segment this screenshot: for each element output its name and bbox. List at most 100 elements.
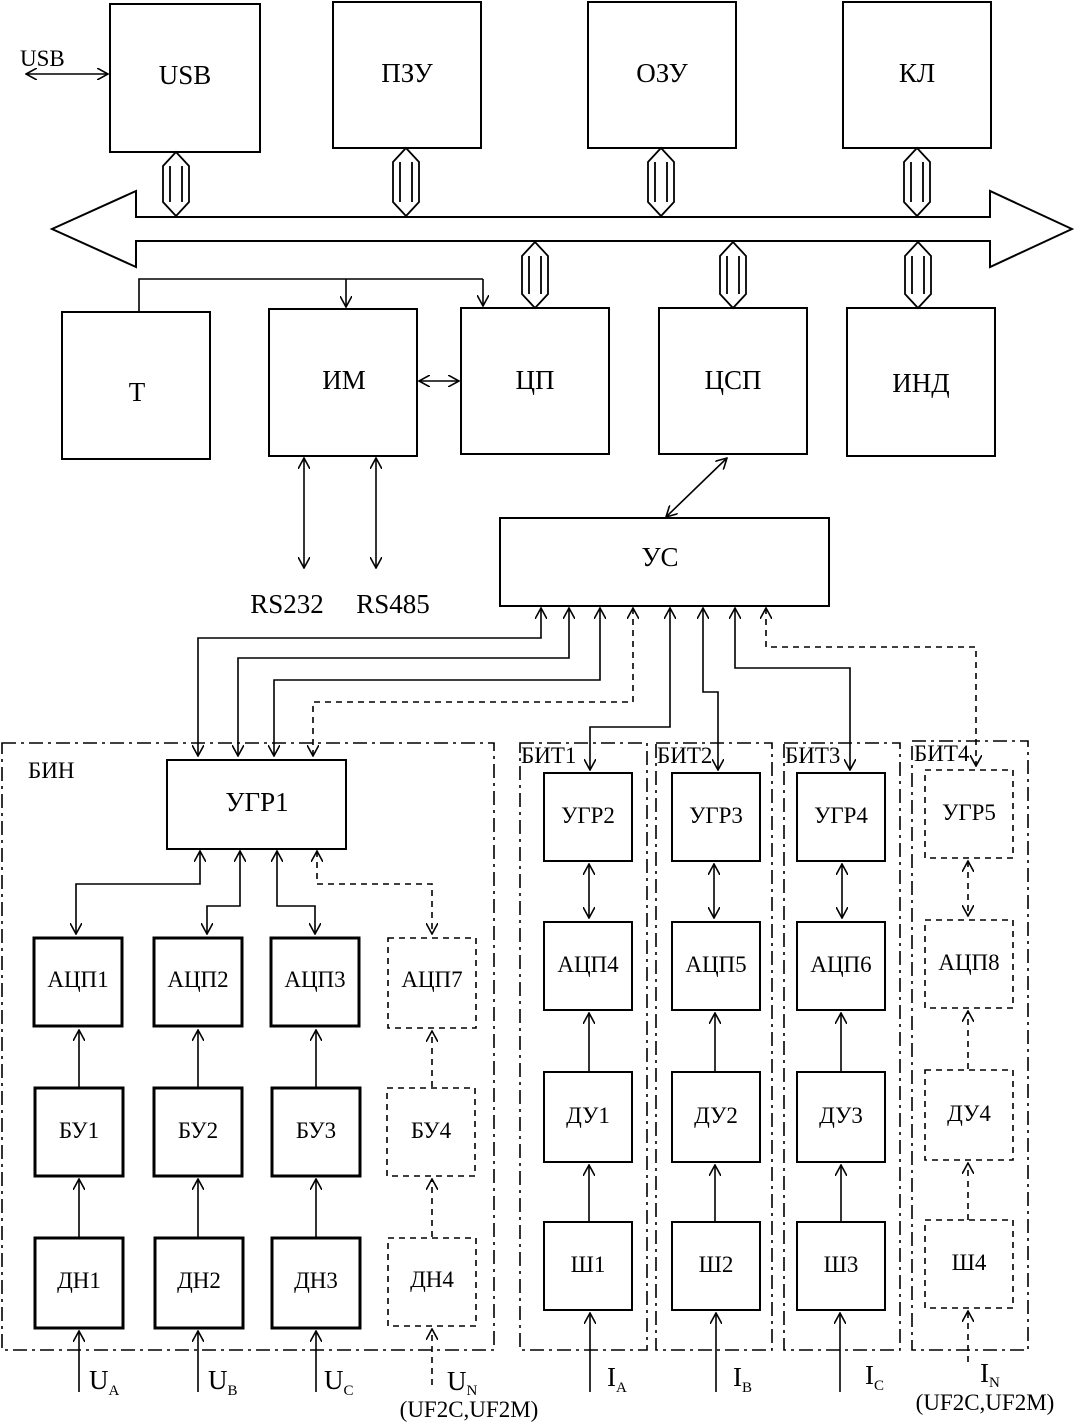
dn4-label: ДН4 <box>410 1267 454 1292</box>
ugr1-adc1-line <box>76 851 200 934</box>
csp-block <box>658 307 808 455</box>
ic-label: IC <box>865 1360 884 1394</box>
adc4-label: АЦП4 <box>557 952 619 977</box>
us-ugr1-line-3 <box>274 608 600 756</box>
us-block <box>499 517 830 607</box>
adc6-block <box>796 921 886 1011</box>
du4-label: ДУ4 <box>947 1101 991 1126</box>
us-ugr2-line <box>590 608 670 770</box>
usb-block <box>109 3 261 153</box>
sh4-label: Ш4 <box>952 1250 987 1275</box>
us-ugr1-line-1 <box>198 608 541 756</box>
usb-block-label: USB <box>159 60 212 90</box>
bu2-label: БУ2 <box>178 1118 218 1143</box>
adc8-label: АЦП8 <box>938 950 999 975</box>
us-ugr3-line <box>703 608 718 770</box>
in-note: (UF2C,UF2M) <box>916 1390 1055 1415</box>
bus-link-csp <box>719 240 747 310</box>
dn3-block <box>270 1236 362 1330</box>
sh2-block <box>671 1221 761 1311</box>
bus-link-ind <box>904 240 932 310</box>
us-ugr1-line-2 <box>238 608 569 756</box>
du1-block <box>543 1071 633 1163</box>
ugr1-adc3-line <box>277 851 315 934</box>
adc5-label: АЦП5 <box>685 952 746 977</box>
du3-label: ДУ3 <box>819 1103 863 1128</box>
adc8-block <box>924 919 1014 1009</box>
sh1-label: Ш1 <box>571 1252 606 1277</box>
sh3-label: Ш3 <box>824 1252 859 1277</box>
un-note: (UF2C,UF2M) <box>400 1397 539 1422</box>
bu4-block <box>386 1087 476 1177</box>
sh3-block <box>796 1221 886 1311</box>
ozu-block-label: ОЗУ <box>636 58 688 88</box>
bin-group <box>1 742 495 1351</box>
bu2-block <box>152 1086 244 1178</box>
bus-link-kl <box>903 146 931 218</box>
adc3-block <box>269 936 361 1028</box>
ib-label: IB <box>733 1362 752 1396</box>
ub-label: UB <box>208 1365 238 1399</box>
ugr3-label: УГР3 <box>689 803 743 828</box>
bus-link-pzu <box>392 146 420 218</box>
bus-link-ozu <box>647 146 675 218</box>
ugr4-block <box>796 772 886 862</box>
bu4-label: БУ4 <box>411 1118 452 1143</box>
bit2-title: БИТ2 <box>657 743 712 768</box>
csp-us-arrow <box>666 458 727 517</box>
bit1-title: БИТ1 <box>521 743 576 768</box>
ugr3-block <box>671 772 761 862</box>
adc7-block <box>387 937 477 1029</box>
dn1-block <box>33 1236 125 1330</box>
bit4-group <box>911 740 1029 1351</box>
dn3-label: ДН3 <box>294 1268 338 1293</box>
ind-block <box>846 307 996 457</box>
t-block-label: Т <box>129 377 146 407</box>
ugr1-adc2-line <box>207 851 240 934</box>
bit4-title: БИТ4 <box>914 741 970 766</box>
rs232-label: RS232 <box>250 589 324 619</box>
adc2-block <box>152 936 244 1028</box>
adc5-block <box>671 921 761 1011</box>
bit2-group <box>655 742 773 1351</box>
cp-block <box>460 307 610 455</box>
bit3-group <box>783 742 901 1351</box>
bu1-block <box>33 1086 125 1178</box>
ind-block-label: ИНД <box>892 368 949 398</box>
bit1-group <box>519 742 648 1351</box>
sh2-label: Ш2 <box>699 1252 734 1277</box>
bu1-label: БУ1 <box>59 1118 99 1143</box>
us-block-label: УС <box>641 542 678 572</box>
pzu-block-label: ПЗУ <box>381 58 433 88</box>
csp-block-label: ЦСП <box>704 365 761 395</box>
t-block <box>61 311 211 460</box>
sh4-block <box>924 1219 1014 1309</box>
usb-port-label: USB <box>20 46 65 71</box>
us-ugr1-line-4 <box>313 608 633 756</box>
in-label: IN <box>980 1358 1000 1391</box>
du2-block <box>671 1071 761 1163</box>
ugr1-label: УГР1 <box>225 787 288 817</box>
du2-label: ДУ2 <box>694 1103 738 1128</box>
im-block <box>268 308 418 457</box>
adc2-label: АЦП2 <box>167 967 228 992</box>
ugr5-block <box>924 769 1014 859</box>
bu3-label: БУ3 <box>296 1118 336 1143</box>
ugr1-block <box>166 759 347 850</box>
du3-block <box>796 1071 886 1163</box>
rs485-label: RS485 <box>356 589 430 619</box>
kl-block-label: КЛ <box>899 58 935 88</box>
du1-label: ДУ1 <box>566 1103 610 1128</box>
us-ugr5-line <box>766 608 976 766</box>
dn1-label: ДН1 <box>57 1268 101 1293</box>
du4-block <box>924 1069 1014 1161</box>
adc3-label: АЦП3 <box>284 967 345 992</box>
dn2-label: ДН2 <box>177 1268 221 1293</box>
ia-label: IA <box>607 1362 627 1396</box>
ugr5-label: УГР5 <box>942 800 996 825</box>
ugr1-adc7-line <box>317 851 432 934</box>
adc1-label: АЦП1 <box>47 967 108 992</box>
cp-block-label: ЦП <box>516 365 555 395</box>
timer-line <box>138 278 483 312</box>
adc1-block <box>32 936 124 1028</box>
